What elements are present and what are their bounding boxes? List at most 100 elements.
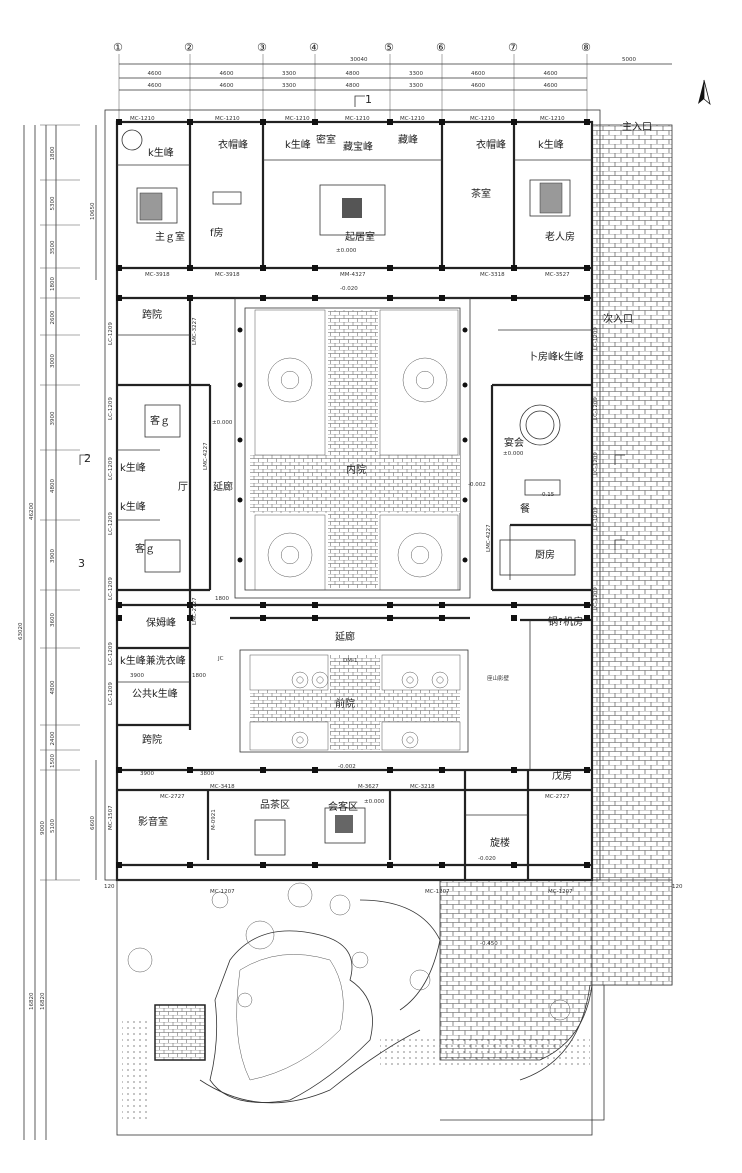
- section-mark-3: 3: [78, 557, 85, 570]
- label-tea: 茶室: [471, 187, 491, 200]
- label-servant-bath: 卜房峰k生峰: [528, 350, 584, 363]
- axis-label-7: ⑦: [508, 41, 518, 54]
- tree-icon: [410, 545, 430, 565]
- shrub-icon: [549, 999, 571, 1021]
- tree-icon: [436, 676, 444, 684]
- label-lc1209: LC-1209: [593, 397, 599, 420]
- axis-label-1: ①: [113, 41, 123, 54]
- column: [439, 265, 445, 271]
- top-dimensions: 30040 5000 46004600460046003300330048004…: [119, 57, 672, 91]
- dim-chain: 3600: [50, 613, 56, 627]
- column: [116, 767, 122, 773]
- label-lc1209: LC-1209: [593, 452, 599, 475]
- dim-span: 3300: [282, 71, 296, 77]
- column: [312, 615, 318, 621]
- column: [116, 862, 122, 868]
- column: [387, 767, 393, 773]
- label-mc1210: MC-1210: [345, 116, 370, 122]
- dim-span: 4600: [148, 71, 162, 77]
- shrub-icon: [245, 920, 275, 950]
- column: [462, 437, 468, 443]
- label-av-room: 影音室: [138, 815, 168, 828]
- label-lmc4227: LMC-4227: [203, 442, 209, 470]
- label-main-entry: 主入口: [622, 121, 652, 133]
- shrub-icon: [329, 894, 351, 916]
- column: [387, 615, 393, 621]
- tree-icon: [415, 370, 435, 390]
- label-mc1210: MC-1210: [285, 116, 310, 122]
- label-closet-1: 衣帽峰: [218, 138, 248, 151]
- column: [584, 602, 590, 608]
- dim-span: 4600: [544, 83, 558, 89]
- dim-chain: 2400: [50, 731, 56, 745]
- label-laundry: k生峰兼洗衣峰: [120, 654, 186, 667]
- label-mc2727: MC-2727: [545, 794, 570, 800]
- dim-chain: 3000: [50, 354, 56, 368]
- shrub-icon: [127, 947, 153, 973]
- column: [387, 602, 393, 608]
- dim-chain: 1800: [50, 146, 56, 160]
- column: [387, 295, 393, 301]
- tree-icon: [311, 671, 329, 689]
- label-mc1507: MC-1507: [108, 805, 114, 830]
- column: [511, 615, 517, 621]
- label-m0921: M-0921: [211, 809, 217, 830]
- tree-icon: [280, 545, 300, 565]
- shrub-icon: [211, 891, 229, 909]
- column: [584, 615, 590, 621]
- dim-span: 4800: [346, 83, 360, 89]
- dim-chain: 5100: [50, 819, 56, 833]
- column: [187, 295, 193, 301]
- label-jc: JC: [217, 656, 224, 662]
- label-corridor-left: 延廊: [213, 480, 233, 493]
- label-mc1207: MC-1207: [210, 889, 235, 895]
- label-garden: -0.450: [480, 941, 498, 947]
- column: [187, 862, 193, 868]
- shrub-icon: [409, 969, 431, 991]
- label-side-court-top: 跨院: [142, 308, 162, 321]
- dim-chain: 1800: [50, 277, 56, 291]
- label-bath-left-2: k生峰: [120, 500, 146, 513]
- column: [439, 119, 445, 125]
- label-mc3918: MC-3918: [215, 272, 240, 278]
- tree-icon: [406, 736, 414, 744]
- column: [116, 265, 122, 271]
- label-d3900: 3900: [130, 673, 144, 679]
- column: [187, 265, 193, 271]
- dim-span: 3300: [409, 83, 423, 89]
- column: [511, 767, 517, 773]
- axis-label-4: ④: [309, 41, 319, 54]
- label-hall-left: 厅: [178, 482, 188, 493]
- label-screen-wall: 座山影壁: [487, 674, 510, 682]
- column: [439, 862, 445, 868]
- column: [260, 119, 266, 125]
- tree-icon: [267, 532, 313, 578]
- label-d1800: 1800: [192, 673, 206, 679]
- dim-chain: 1500: [50, 754, 56, 768]
- label-front: -0.020: [340, 286, 358, 292]
- label-lmc3227: LMC-3227: [192, 317, 198, 345]
- column: [584, 767, 590, 773]
- dim-chain: 9000: [40, 821, 46, 835]
- label-inner-court: 内院: [346, 463, 366, 476]
- column: [237, 557, 243, 563]
- shrub-icon: [237, 992, 253, 1008]
- label-corridor-mid: 延廊: [335, 630, 355, 643]
- dim-span: 4600: [471, 71, 485, 77]
- shrub-icon: [287, 882, 313, 908]
- axis-label-6: ⑥: [436, 41, 446, 54]
- column: [187, 615, 193, 621]
- column: [116, 295, 122, 301]
- axis-label-5: ⑤: [384, 41, 394, 54]
- label-master-bed: 主ｇ室: [155, 230, 185, 243]
- label-nanny: 保姆峰: [146, 616, 176, 629]
- column: [116, 119, 122, 125]
- label-mc3918: MC-3918: [145, 272, 170, 278]
- label-elder: 老人房: [545, 230, 575, 243]
- label-guest: ±0.000: [212, 420, 233, 426]
- column: [237, 437, 243, 443]
- label-bottom: -0.002: [338, 764, 356, 770]
- label-study: f房: [210, 226, 224, 239]
- dim-chain: 3900: [50, 411, 56, 425]
- axis-label-8: ⑧: [581, 41, 591, 54]
